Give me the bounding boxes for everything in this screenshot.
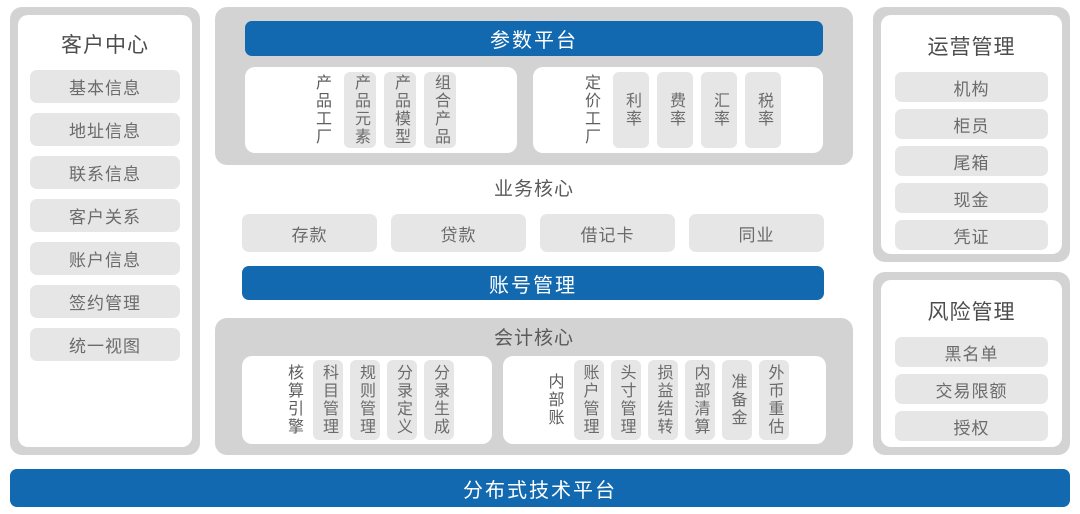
internal-ledger-card: 内部账 账户管理 头寸管理 损益结转 内部清算 准备金 外币重估 (503, 356, 826, 444)
operations-item-organization[interactable]: 机构 (895, 72, 1048, 102)
product-element-item[interactable]: 产品元素 (344, 72, 376, 148)
customer-center-card: 客户中心 基本信息 地址信息 联系信息 客户关系 账户信息 签约管理 统一视图 (18, 15, 192, 447)
risk-item-blacklist[interactable]: 黑名单 (895, 337, 1048, 367)
operations-item-voucher[interactable]: 凭证 (895, 220, 1048, 250)
parameter-platform-panel: 参数平台 产品工厂 产品元素 产品模型 组合产品 定价工厂 利率 费率 汇率 税… (215, 7, 853, 165)
risk-item-transaction-limit[interactable]: 交易限额 (895, 374, 1048, 404)
account-management-bar: 账号管理 (242, 266, 824, 300)
product-factory-label: 产品工厂 (313, 74, 330, 146)
customer-center-item-unified-view[interactable]: 统一视图 (30, 328, 180, 361)
business-core-item-debit-card[interactable]: 借记卡 (540, 214, 675, 252)
entry-generation-item[interactable]: 分录生成 (424, 360, 454, 440)
internal-ledger-label: 内部账 (545, 373, 563, 427)
position-management-item[interactable]: 头寸管理 (610, 360, 641, 440)
distributed-technology-platform-bar: 分布式技术平台 (10, 469, 1070, 507)
accounting-core-panel: 会计核心 核算引擎 科目管理 规则管理 分录定义 分录生成 内部账 账户管理 头… (215, 318, 853, 455)
operations-management-card: 运营管理 机构 柜员 尾箱 现金 凭证 (881, 15, 1062, 254)
customer-center-item-contract-management[interactable]: 签约管理 (30, 285, 180, 318)
internal-ledger-row: 内部账 账户管理 头寸管理 损益结转 内部清算 准备金 外币重估 (503, 356, 826, 444)
customer-center-item-address-info[interactable]: 地址信息 (30, 113, 180, 146)
customer-center-item-customer-relation[interactable]: 客户关系 (30, 199, 180, 232)
operations-management-title: 运营管理 (927, 36, 1016, 59)
accounting-engine-card: 核算引擎 科目管理 规则管理 分录定义 分录生成 (242, 356, 492, 444)
pricing-factory-label: 定价工厂 (582, 74, 599, 146)
internal-settlement-item[interactable]: 内部清算 (684, 360, 715, 440)
profit-loss-carryover-item[interactable]: 损益结转 (647, 360, 678, 440)
foreign-currency-revaluation-item[interactable]: 外币重估 (758, 360, 789, 440)
pricing-factory-card: 定价工厂 利率 费率 汇率 税率 (533, 67, 823, 153)
pricing-factory-row: 定价工厂 利率 费率 汇率 税率 (533, 67, 823, 153)
reserve-fund-item[interactable]: 准备金 (721, 360, 752, 440)
risk-management-panel: 风险管理 黑名单 交易限额 授权 (873, 272, 1070, 455)
account-management-item[interactable]: 账户管理 (573, 360, 604, 440)
business-core-item-interbank[interactable]: 同业 (689, 214, 824, 252)
accounting-core-title: 会计核心 (493, 328, 574, 349)
rule-management-item[interactable]: 规则管理 (350, 360, 380, 440)
risk-item-authorization[interactable]: 授权 (895, 411, 1048, 441)
exchange-rate-item[interactable]: 汇率 (701, 72, 737, 148)
product-factory-row: 产品工厂 产品元素 产品模型 组合产品 (245, 67, 517, 153)
customer-center-panel: 客户中心 基本信息 地址信息 联系信息 客户关系 账户信息 签约管理 统一视图 (10, 7, 200, 455)
subject-management-item[interactable]: 科目管理 (313, 360, 343, 440)
operations-management-list: 机构 柜员 尾箱 现金 凭证 (895, 72, 1048, 250)
tax-rate-item[interactable]: 税率 (745, 72, 781, 148)
operations-item-cash[interactable]: 现金 (895, 183, 1048, 213)
accounting-engine-label: 核算引擎 (285, 364, 302, 436)
business-core-title: 业务核心 (493, 179, 574, 200)
operations-item-teller[interactable]: 柜员 (895, 109, 1048, 139)
customer-center-item-basic-info[interactable]: 基本信息 (30, 70, 180, 103)
fee-rate-item[interactable]: 费率 (657, 72, 693, 148)
entry-definition-item[interactable]: 分录定义 (387, 360, 417, 440)
customer-center-item-account-info[interactable]: 账户信息 (30, 242, 180, 275)
operations-item-cash-box[interactable]: 尾箱 (895, 146, 1048, 176)
accounting-engine-row: 核算引擎 科目管理 规则管理 分录定义 分录生成 (242, 356, 492, 444)
risk-management-title: 风险管理 (927, 301, 1016, 324)
product-factory-card: 产品工厂 产品元素 产品模型 组合产品 (245, 67, 517, 153)
customer-center-item-contact-info[interactable]: 联系信息 (30, 156, 180, 189)
interest-rate-item[interactable]: 利率 (613, 72, 649, 148)
business-core-item-deposit[interactable]: 存款 (242, 214, 377, 252)
operations-management-panel: 运营管理 机构 柜员 尾箱 现金 凭证 (873, 7, 1070, 262)
business-core-item-loan[interactable]: 贷款 (391, 214, 526, 252)
business-core-row: 存款 贷款 借记卡 同业 (242, 214, 824, 252)
customer-center-title: 客户中心 (61, 34, 149, 57)
risk-management-card: 风险管理 黑名单 交易限额 授权 (881, 280, 1062, 447)
parameter-platform-header: 参数平台 (245, 21, 823, 56)
product-model-item[interactable]: 产品模型 (384, 72, 416, 148)
risk-management-list: 黑名单 交易限额 授权 (895, 337, 1048, 441)
customer-center-list: 基本信息 地址信息 联系信息 客户关系 账户信息 签约管理 统一视图 (30, 70, 180, 361)
composite-product-item[interactable]: 组合产品 (424, 72, 456, 148)
